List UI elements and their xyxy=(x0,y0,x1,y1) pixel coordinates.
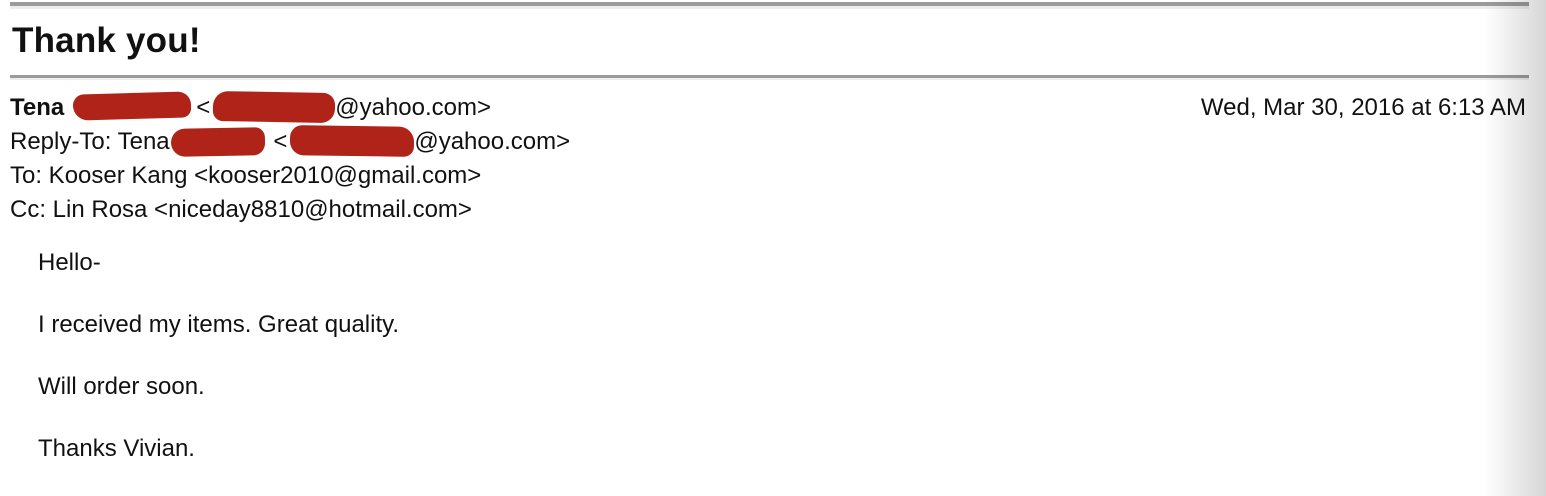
angle-bracket-open: < xyxy=(196,94,211,121)
top-divider xyxy=(10,2,1529,9)
body-paragraph: Thanks Vivian. xyxy=(38,435,195,462)
redaction-mark xyxy=(170,127,265,157)
redaction-mark xyxy=(212,90,336,124)
body-paragraph: Will order soon. xyxy=(38,373,205,400)
redaction-mark xyxy=(72,91,192,121)
email-date: Wed, Mar 30, 2016 at 6:13 AM xyxy=(1200,94,1526,121)
to-line: To: Kooser Kang <kooser2010@gmail.com> xyxy=(10,162,482,189)
email-body: Hello- I received my items. Great qualit… xyxy=(38,249,1546,463)
sender-email-domain: @yahoo.com> xyxy=(335,94,492,121)
email-header-left: Tena < @yahoo.com> Reply-To: Tena < @yahoo.… xyxy=(10,90,570,227)
redaction-mark xyxy=(290,125,415,157)
body-paragraph: Hello- xyxy=(38,249,101,276)
reply-email-domain: @yahoo.com> xyxy=(414,128,571,155)
angle-bracket-open: < xyxy=(273,128,288,155)
header-divider xyxy=(10,75,1529,80)
from-line: Tena < @yahoo.com> xyxy=(10,90,570,125)
email-header-block: Tena < @yahoo.com> Reply-To: Tena < @yahoo.… xyxy=(10,90,1526,227)
reply-to-label: Reply-To: Tena xyxy=(10,128,170,155)
email-subject-title: Thank you! xyxy=(12,21,201,60)
reply-to-line: Reply-To: Tena < @yahoo.com> xyxy=(10,125,570,159)
sender-name: Tena xyxy=(10,94,65,121)
body-paragraph: I received my items. Great quality. xyxy=(38,311,400,338)
cc-line: Cc: Lin Rosa <niceday8810@hotmail.com> xyxy=(10,196,472,223)
